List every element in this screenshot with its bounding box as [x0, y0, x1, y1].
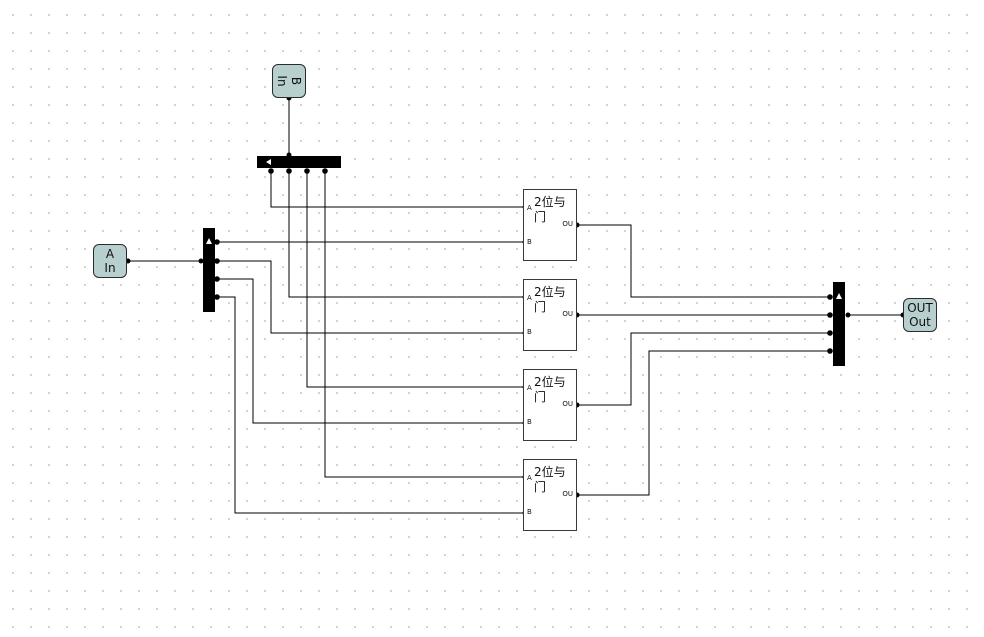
gate-port-out: OU — [562, 400, 573, 408]
splitter-a-arrow-icon — [206, 238, 212, 244]
gate-port-b: B — [527, 508, 532, 516]
gate-title: 2位与门 — [534, 465, 566, 494]
merger-arrow-icon — [836, 293, 842, 299]
wire-b2-gate3-a — [306, 171, 525, 388]
input-pin-b[interactable]: B In — [272, 64, 306, 98]
wire-gate4-out — [577, 350, 830, 496]
wire-gate1-out — [577, 224, 830, 298]
input-pin-a-name: A — [105, 247, 115, 261]
and-gate-3[interactable]: 2位与门 A B OU — [523, 369, 577, 441]
gate-port-b: B — [527, 418, 532, 426]
and-gate-4[interactable]: 2位与门 A B OU — [523, 459, 577, 531]
wire-a2-gate3-b — [217, 278, 525, 424]
input-pin-a-type: In — [104, 261, 116, 275]
splitter-a[interactable] — [203, 228, 215, 312]
gate-title: 2位与门 — [534, 195, 566, 224]
gate-port-b: B — [527, 238, 532, 246]
gate-title: 2位与门 — [534, 375, 566, 404]
splitter-b[interactable] — [257, 156, 341, 168]
gate-port-out: OU — [562, 490, 573, 498]
gate-port-out: OU — [562, 310, 573, 318]
wire-a1-gate2-b — [217, 260, 525, 334]
wire-a3-gate4-b — [217, 296, 525, 514]
gate-title: 2位与门 — [534, 285, 566, 314]
wire-b3-gate4-a — [324, 171, 525, 478]
connection-dots — [125, 95, 906, 516]
output-pin-type: Out — [909, 315, 931, 329]
input-pin-b-type: In — [275, 75, 289, 87]
gate-port-a: A — [527, 474, 532, 482]
gate-port-a: A — [527, 294, 532, 302]
input-pin-a[interactable]: A In — [93, 244, 127, 278]
gate-port-b: B — [527, 328, 532, 336]
wire-gate3-out — [577, 332, 830, 406]
input-pin-b-name: B — [289, 76, 303, 86]
gate-port-out: OU — [562, 220, 573, 228]
and-gate-2[interactable]: 2位与门 A B OU — [523, 279, 577, 351]
wires — [128, 98, 903, 514]
output-pin-name: OUT — [907, 301, 933, 315]
gate-port-a: A — [527, 204, 532, 212]
and-gate-1[interactable]: 2位与门 A B OU — [523, 189, 577, 261]
wire-b0-gate1-a — [270, 171, 525, 208]
merger-out[interactable] — [833, 282, 845, 366]
wire-b1-gate2-a — [288, 171, 525, 298]
splitter-b-arrow-icon — [266, 159, 271, 165]
gate-port-a: A — [527, 384, 532, 392]
output-pin-out[interactable]: OUT Out — [903, 298, 937, 332]
